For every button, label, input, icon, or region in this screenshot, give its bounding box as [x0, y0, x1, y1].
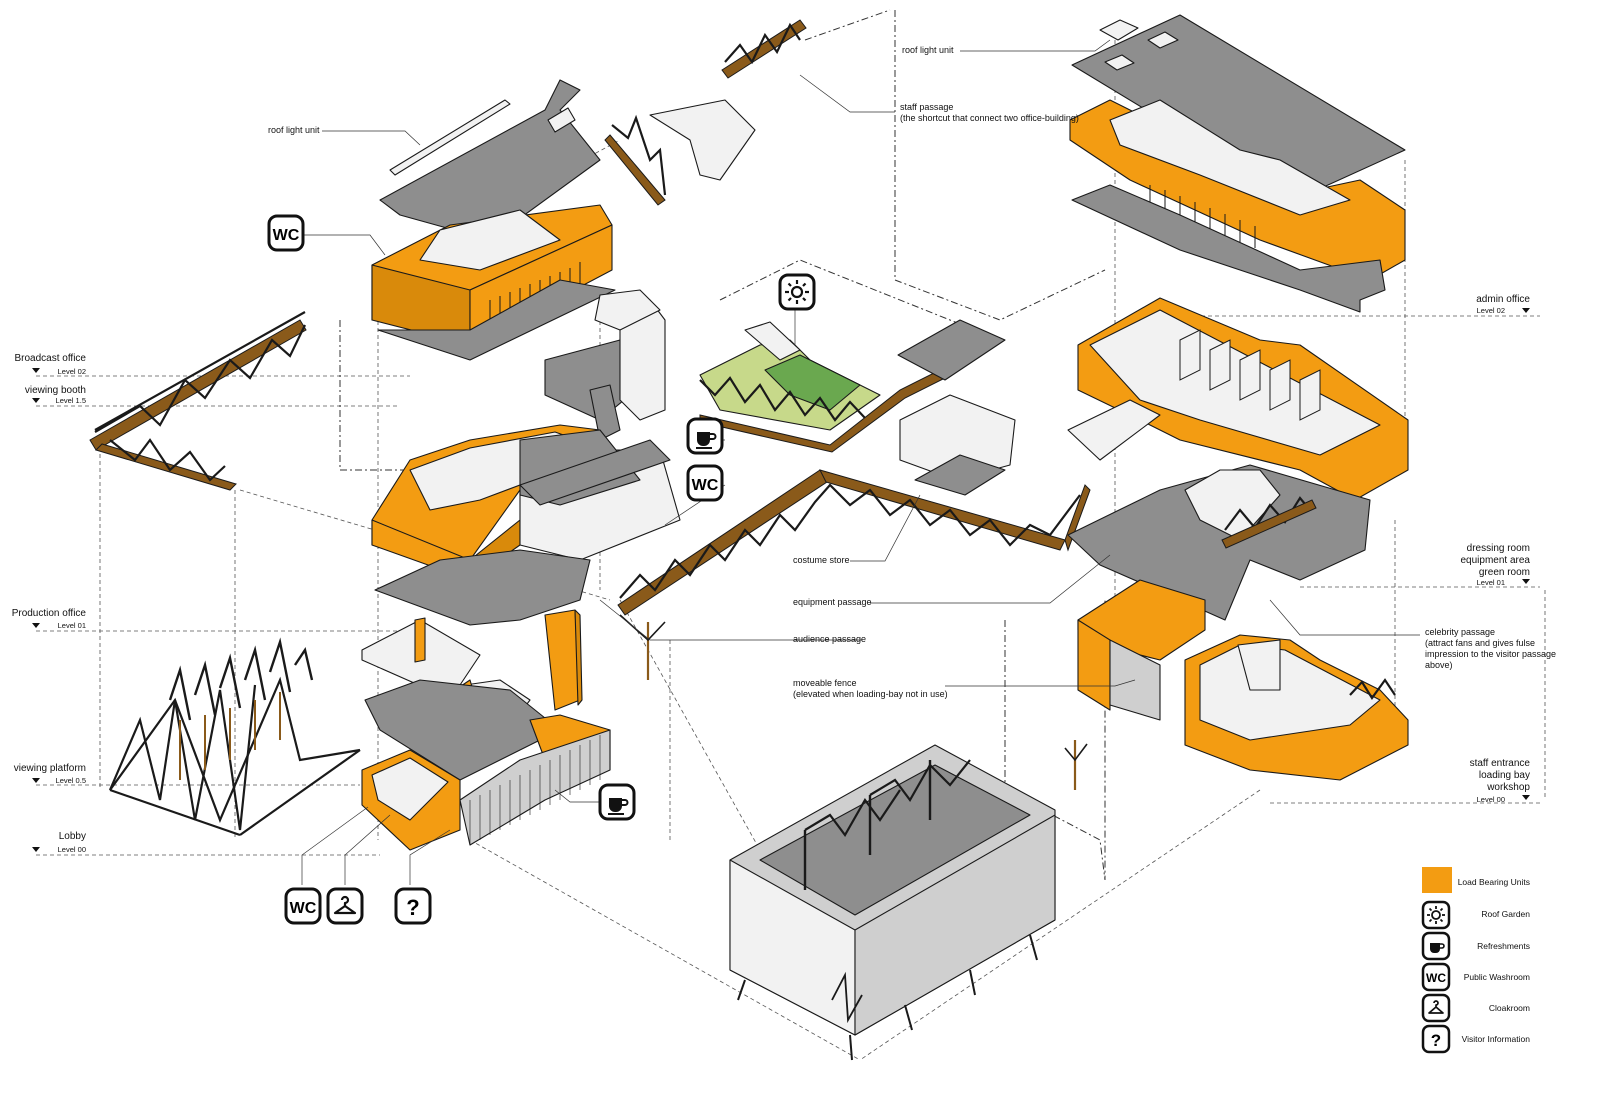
- level-name: dressing room equipment area green room: [1460, 543, 1531, 578]
- coffee-cup-icon: [598, 783, 636, 821]
- level-name: admin office: [1476, 294, 1530, 305]
- level-name: Production office: [11, 608, 86, 619]
- legend-label-refreshments: Refreshments: [1477, 941, 1530, 951]
- level-name: Lobby: [58, 831, 86, 842]
- level-name: staff entrance loading bay workshop: [1469, 758, 1530, 793]
- level-number: Level 02: [57, 367, 86, 376]
- level-name: Broadcast office: [14, 353, 86, 364]
- question-icon: ?: [1421, 1024, 1451, 1054]
- svg-text:?: ?: [406, 895, 419, 920]
- audience-passage-bridge: [617, 469, 1091, 790]
- left-building: [361, 79, 681, 851]
- level-number: Level 02: [1476, 306, 1505, 315]
- costume-store-label: costume store: [793, 555, 850, 565]
- wc-icon: WC: [686, 464, 724, 502]
- legend-label-cloakroom: Cloakroom: [1488, 1003, 1530, 1013]
- moveable-fence-label: moveable fence (elevated when loading-ba…: [793, 678, 948, 699]
- audience-passage-label: audience passage: [793, 634, 867, 644]
- level-number: Level 00: [57, 845, 86, 854]
- svg-text:WC: WC: [1426, 971, 1446, 985]
- hanger-icon: [326, 887, 364, 925]
- coffee-cup-icon: [1421, 931, 1451, 961]
- sun-icon: [778, 273, 816, 311]
- lower-left-truss-ramp: [108, 637, 361, 837]
- question-icon: ?: [394, 887, 432, 925]
- workshop-box: [729, 744, 1056, 1061]
- svg-text:WC: WC: [290, 900, 317, 917]
- staff-passage-bridge: [604, 19, 807, 206]
- roof-light-unit-label-left: roof light unit: [268, 125, 320, 135]
- sun-icon: [1421, 900, 1451, 930]
- level-number: Level 1.5: [55, 396, 86, 405]
- svg-text:WC: WC: [692, 477, 719, 494]
- level-markers: [32, 308, 1530, 852]
- legend-label-roof-garden: Roof Garden: [1481, 909, 1530, 919]
- right-building: [1067, 14, 1409, 781]
- orange-swatch: [1422, 867, 1452, 893]
- svg-text:?: ?: [1431, 1031, 1441, 1050]
- legend-label-load-bearing: Load Bearing Units: [1457, 877, 1530, 887]
- level-number: Level 01: [57, 621, 86, 630]
- wc-icon: WC: [267, 214, 305, 252]
- celebrity-passage-label: celebrity passage (attract fans and give…: [1425, 627, 1557, 670]
- equipment-passage-label: equipment passage: [793, 597, 872, 607]
- roof-garden-block: [699, 319, 1016, 496]
- roof-light-unit-label-right: roof light unit: [902, 45, 954, 55]
- level-number: Level 00: [1476, 795, 1505, 804]
- legend-label-public-washroom: Public Washroom: [1463, 972, 1530, 982]
- svg-text:WC: WC: [273, 227, 300, 244]
- upper-left-bridge: [89, 311, 307, 491]
- legend-icons: WC ?: [1421, 867, 1452, 1054]
- legend-label-visitor-information: Visitor Information: [1461, 1034, 1530, 1044]
- staff-passage-label: staff passage (the shortcut that connect…: [900, 102, 1079, 123]
- level-name: viewing booth: [24, 385, 86, 396]
- level-name: viewing platform: [13, 763, 86, 774]
- level-number: Level 01: [1476, 578, 1505, 587]
- wc-icon: WC: [284, 887, 322, 925]
- hanger-icon: [1421, 993, 1451, 1023]
- coffee-cup-icon: [686, 417, 724, 455]
- wc-icon: WC: [1421, 962, 1451, 992]
- level-number: Level 0.5: [55, 776, 86, 785]
